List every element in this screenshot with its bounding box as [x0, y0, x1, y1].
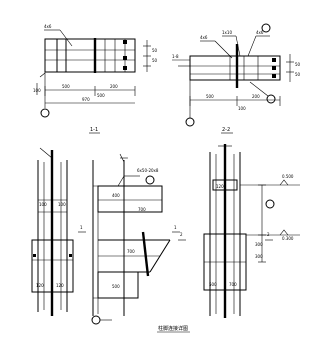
tag-c: 4x6: [256, 30, 264, 35]
beam-outline: [44, 38, 136, 73]
dim-left: 100: [33, 88, 41, 93]
grid-bubble-right: [185, 117, 195, 127]
section-mark-2b: 2: [267, 232, 270, 237]
column-right: 120 500 700 300 300 0.500 0.300 2 2: [178, 144, 300, 318]
dim-col-1: 100: [39, 202, 47, 207]
detail-bubble-2: [266, 94, 276, 104]
section-mark-2a: 2: [180, 232, 183, 237]
dim-bottom-2: 200: [110, 84, 118, 89]
dim-right-1: 50: [152, 48, 158, 53]
detail-bubble: [261, 23, 271, 33]
dim-base-1: 500: [209, 282, 217, 287]
tag-b: 1x10: [222, 30, 232, 35]
view-caption-1-1: 1-1: [90, 127, 98, 133]
dim-right-2: 50: [152, 58, 158, 63]
dim-bracket-2: 700: [138, 207, 146, 212]
brace-weld: [141, 231, 150, 277]
dim-bracket-4: 500: [112, 284, 120, 289]
column-left: 100 100 120 120: [31, 147, 74, 316]
cap-plate: [212, 179, 238, 191]
elevation-bubble: [265, 199, 275, 209]
dim-col-2: 100: [58, 202, 66, 207]
dim-r-2: 50: [295, 72, 301, 77]
flange-plate: [56, 38, 67, 73]
grid-bubble-center: [91, 315, 101, 325]
dim-b-3: 100: [238, 106, 246, 111]
dim-chain-1: 300: [255, 242, 263, 247]
plate-tag: 4x6: [44, 24, 52, 29]
base-plate-block: [31, 239, 74, 293]
dim-bracket-3: 700: [127, 249, 135, 254]
drawing-canvas: 4x6 50 50 100 500 200 970 500 1-1: [31, 23, 301, 333]
dim-col-3: 120: [36, 283, 44, 288]
grid-bubble-left: [40, 108, 50, 118]
view-2-2: 4x6 1x10 4x6 1-8 50 50 500 200 100 2-2: [172, 23, 301, 134]
dim-b-2: 200: [252, 94, 260, 99]
bracket-tag: 6x50-20x8: [137, 168, 159, 173]
dim-cap: 120: [216, 184, 224, 189]
elev-top: 0.500: [282, 174, 294, 179]
dim-col-4: 120: [56, 283, 64, 288]
beam-outline-2: [189, 55, 281, 81]
footer-title: 柱脚连接详图: [158, 325, 188, 332]
dim-overall: 970: [82, 97, 90, 102]
bracket-top-plate: [97, 185, 163, 213]
section-mark-1b: 1: [174, 225, 177, 230]
tag-a: 4x6: [200, 35, 208, 40]
bracket-bubble: [145, 175, 155, 185]
dim-bottom-1: 500: [62, 84, 70, 89]
section-mark-1a: 1: [80, 225, 83, 230]
dim-chain-2: 300: [255, 254, 263, 259]
bracket-detail: 400 700 6x50-20x8 700 500 1 1: [78, 153, 180, 325]
dim-mid: 500: [97, 93, 105, 98]
view-caption-2-2: 2-2: [222, 127, 230, 133]
cad-drawing-sheet: 4x6 50 50 100 500 200 970 500 1-1: [31, 23, 301, 333]
dim-r-1: 50: [295, 62, 301, 67]
side-tag: 1-8: [172, 54, 179, 59]
dim-b-1: 500: [206, 94, 214, 99]
dim-bracket-1: 400: [112, 193, 120, 198]
view-1-1: 4x6 50 50 100 500 200 970 500 1-1: [33, 24, 158, 134]
dim-base-2: 700: [229, 282, 237, 287]
elev-bottom: 0.300: [282, 236, 294, 241]
